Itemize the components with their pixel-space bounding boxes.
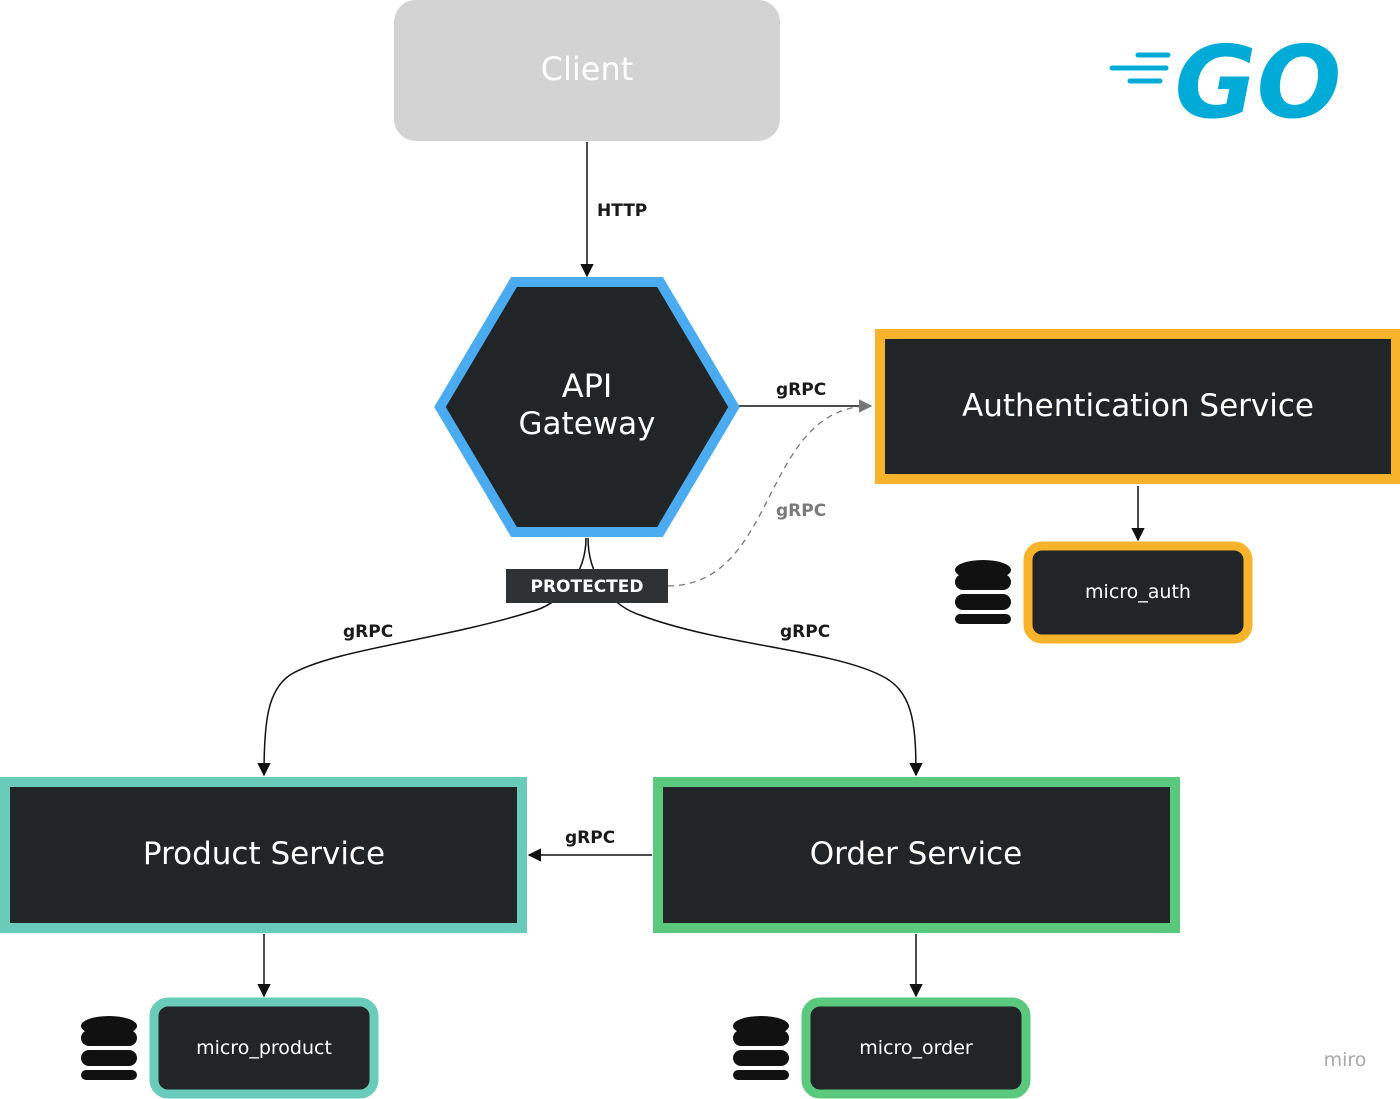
order-service-node: Order Service	[653, 777, 1180, 933]
go-logo-text: GO	[1174, 24, 1341, 141]
go-logo: GO	[1109, 24, 1342, 141]
edge-label-grpc-order: gRPC	[780, 622, 830, 642]
db-auth-label: micro_auth	[1085, 581, 1191, 603]
client-label: Client	[541, 50, 634, 88]
database-icon	[81, 1016, 137, 1080]
database-icon	[955, 560, 1011, 624]
auth-service-label: Authentication Service	[962, 388, 1314, 424]
edge-label-grpc-protected: gRPC	[776, 501, 826, 521]
edge-label-grpc-auth: gRPC	[776, 380, 826, 400]
product-service-label: Product Service	[143, 836, 385, 872]
client-node: Client	[394, 0, 780, 141]
edge-label-grpc-product: gRPC	[343, 622, 393, 642]
product-service-node: Product Service	[0, 777, 527, 933]
db-order-node: micro_order	[801, 997, 1031, 1099]
api-gateway-node: API Gateway	[434, 277, 740, 537]
protected-badge: PROTECTED	[506, 569, 668, 603]
miro-watermark: miro	[1324, 1049, 1367, 1071]
edge-label-grpc-order-product: gRPC	[565, 828, 615, 848]
db-product-node: micro_product	[149, 997, 379, 1099]
database-icon	[733, 1016, 789, 1080]
order-service-label: Order Service	[810, 836, 1023, 872]
db-auth-node: micro_auth	[1023, 541, 1253, 644]
api-gateway-label-line2: Gateway	[519, 406, 656, 442]
protected-badge-label: PROTECTED	[530, 577, 643, 597]
edge-protected-to-auth	[667, 405, 872, 587]
api-gateway-label-line1: API	[562, 367, 613, 405]
db-product-label: micro_product	[196, 1037, 332, 1059]
edge-label-http: HTTP	[597, 201, 647, 221]
db-order-label: micro_order	[859, 1037, 973, 1059]
auth-service-node: Authentication Service	[875, 329, 1400, 484]
